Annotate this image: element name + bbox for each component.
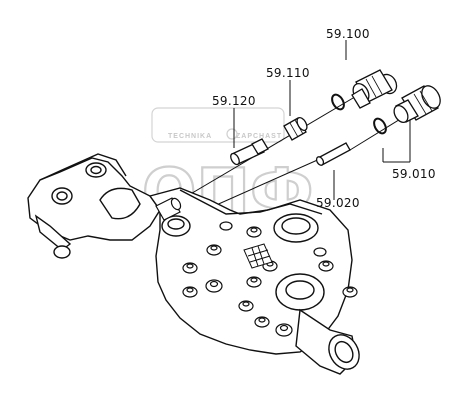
seal-ring-upper bbox=[331, 93, 345, 111]
callout-59-120: 59.120 bbox=[212, 94, 256, 108]
part-59-020-rod bbox=[315, 142, 351, 166]
housing-body bbox=[27, 153, 360, 375]
part-59-120-pin bbox=[230, 138, 269, 166]
callout-59-010: 59.010 bbox=[392, 167, 436, 181]
sensor-stub bbox=[155, 197, 182, 221]
part-59-010-fitting bbox=[393, 85, 441, 124]
seal-ring-lower bbox=[373, 117, 387, 135]
bolt-heads bbox=[182, 221, 358, 337]
callout-59-020: 59.020 bbox=[316, 196, 360, 210]
part-59-110-nut bbox=[283, 116, 308, 141]
watermark-left-word: TECHNIKA bbox=[168, 133, 212, 140]
callout-59-100: 59.100 bbox=[326, 27, 370, 41]
watermark-right-word: ZAPCHAST bbox=[236, 133, 282, 140]
leader-lines bbox=[159, 40, 416, 231]
part-59-100-fitting bbox=[351, 69, 398, 109]
grid-plate bbox=[243, 243, 273, 269]
callout-59-110: 59.110 bbox=[266, 66, 310, 80]
